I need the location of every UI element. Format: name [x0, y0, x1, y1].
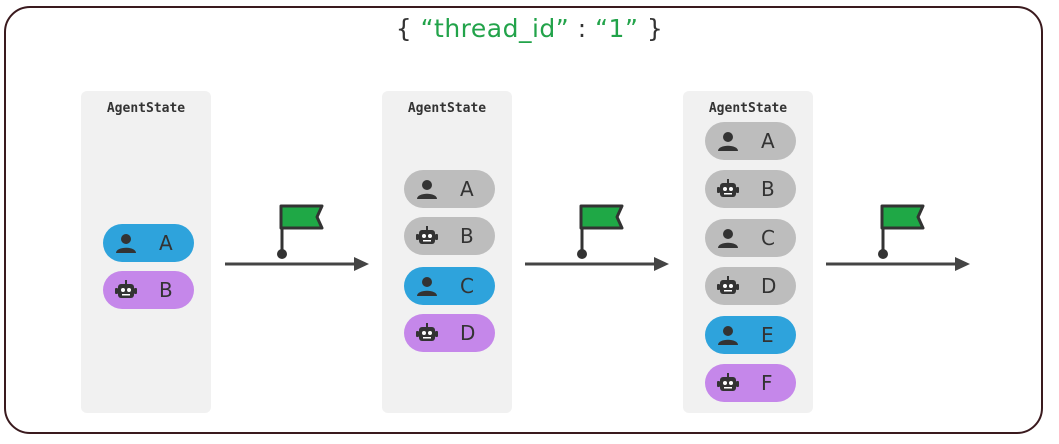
user-icon: [718, 229, 738, 248]
message-id: D: [761, 274, 777, 298]
robot-icon: [416, 323, 438, 341]
robot-icon: [717, 276, 739, 294]
message-id: F: [761, 371, 773, 395]
open-brace: {: [395, 14, 413, 43]
thread-id-value: “1”: [595, 14, 639, 43]
thread-id-key: “thread_id”: [420, 14, 570, 43]
message-id: B: [761, 177, 775, 201]
message-id: B: [159, 278, 173, 302]
flag-icon: [279, 204, 324, 230]
user-icon: [116, 234, 136, 253]
message-id: E: [761, 323, 774, 347]
message-pill-ai: B: [404, 217, 495, 255]
colon: :: [577, 14, 587, 43]
agent-state-label: AgentState: [407, 101, 487, 116]
message-id: C: [460, 274, 474, 298]
message-pill-human: A: [705, 122, 796, 160]
agent-state-label: AgentState: [106, 101, 186, 116]
user-icon: [417, 180, 437, 199]
message-pill-human: C: [705, 219, 796, 257]
robot-icon: [115, 280, 137, 298]
message-pill-ai: D: [404, 314, 495, 352]
checkpoint-arrow-3: [826, 204, 970, 271]
message-pill-human: A: [103, 224, 194, 262]
message-pill-ai: B: [103, 271, 194, 309]
agent-state-panel-1: AgentState A B: [81, 91, 211, 413]
message-id: C: [761, 226, 775, 250]
user-icon: [417, 277, 437, 296]
message-pill-ai: D: [705, 267, 796, 305]
user-icon: [718, 326, 738, 345]
message-pill-human: E: [705, 316, 796, 354]
robot-icon: [416, 226, 438, 244]
message-pill-ai: F: [705, 364, 796, 402]
robot-icon: [717, 179, 739, 197]
agent-state-panel-3: AgentState A B C D E F: [683, 91, 813, 413]
checkpoint-arrow-2: [525, 204, 669, 271]
message-id: A: [159, 231, 173, 255]
message-id: D: [460, 321, 476, 345]
close-brace: }: [646, 14, 664, 43]
checkpoint-arrow-1: [225, 204, 369, 271]
user-icon: [718, 132, 738, 151]
agent-state-label: AgentState: [708, 101, 788, 116]
message-pill-ai: B: [705, 170, 796, 208]
message-id: A: [761, 129, 775, 153]
message-pill-human: A: [404, 170, 495, 208]
robot-icon: [717, 373, 739, 391]
message-id: B: [460, 224, 474, 248]
thread-config-label: { “thread_id” : “1” }: [0, 14, 1059, 43]
flag-icon: [880, 204, 925, 230]
agent-state-panel-2: AgentState A B C D: [382, 91, 512, 413]
message-pill-human: C: [404, 267, 495, 305]
message-id: A: [460, 177, 474, 201]
thread-frame: [4, 6, 1043, 434]
flag-icon: [579, 204, 624, 230]
